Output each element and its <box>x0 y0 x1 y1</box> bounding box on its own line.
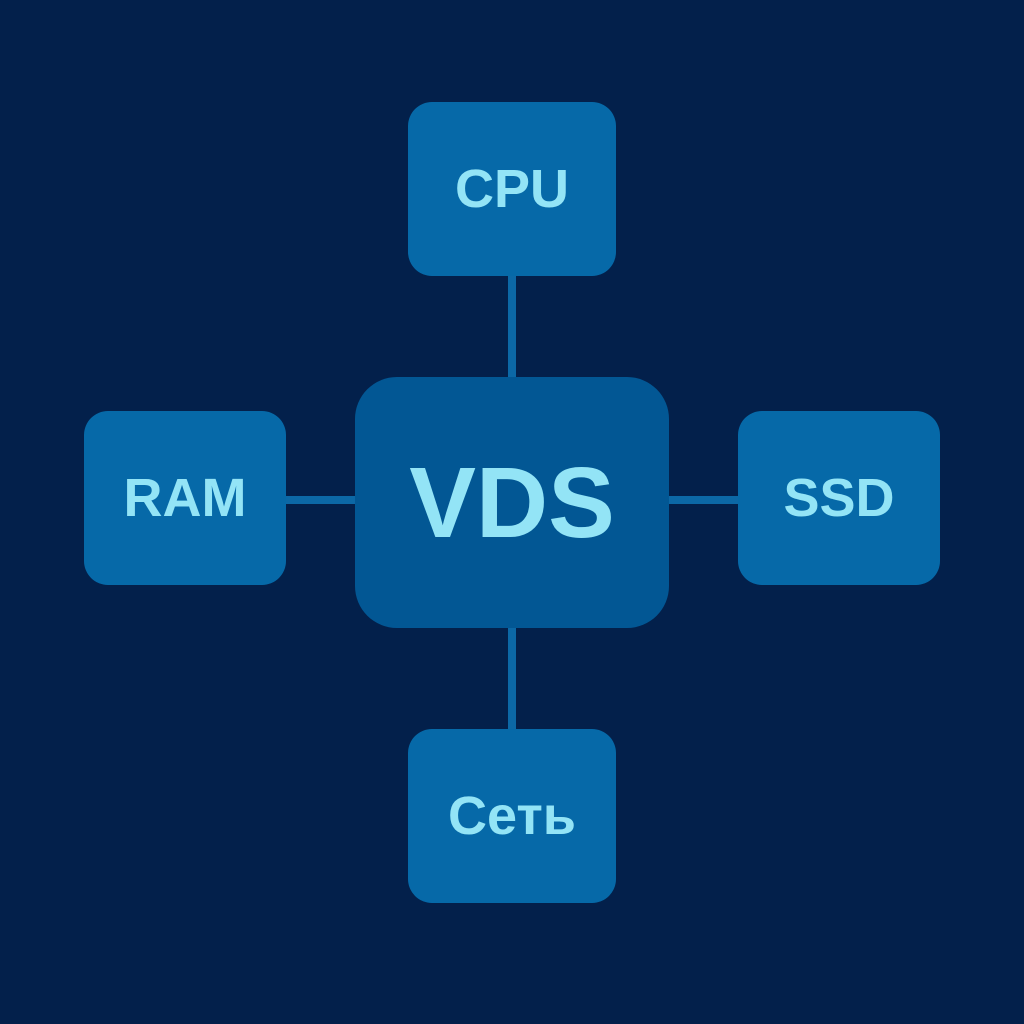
node-ssd-label: SSD <box>783 468 895 528</box>
connector-left <box>286 496 355 504</box>
node-vds-label: VDS <box>409 446 615 559</box>
connector-top <box>508 276 516 377</box>
node-network-label: Сеть <box>448 786 576 846</box>
node-cpu-label: CPU <box>454 159 569 219</box>
node-vds-center: VDS <box>355 377 669 628</box>
connector-right <box>669 496 738 504</box>
node-cpu: CPU <box>408 102 616 276</box>
node-ram-label: RAM <box>123 468 247 528</box>
connector-bottom <box>508 628 516 729</box>
node-ram: RAM <box>84 411 286 585</box>
node-ssd: SSD <box>738 411 940 585</box>
node-network: Сеть <box>408 729 616 903</box>
